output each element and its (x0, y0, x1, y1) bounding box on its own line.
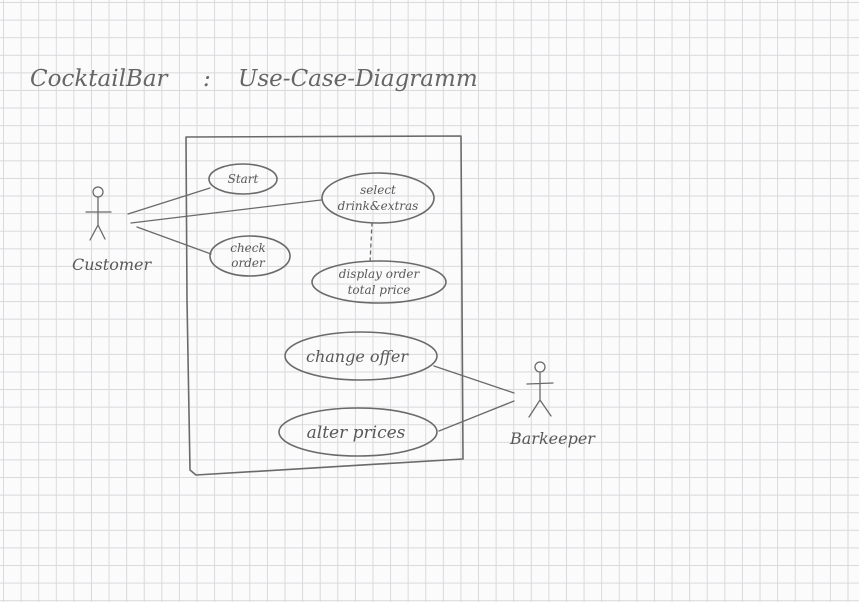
system-boundary (185, 135, 464, 476)
use-case-change-offer-label: change offer (306, 347, 409, 366)
include-dependency (369, 222, 373, 264)
assoc-customer-select (130, 199, 322, 224)
use-case-alter-prices-label: alter prices (307, 423, 406, 443)
assoc-barkeeper-change (433, 365, 515, 394)
use-case-display-line1: display order (339, 267, 421, 281)
use-case-check-line2: order (231, 256, 266, 270)
use-case-select-line1: select (360, 183, 396, 197)
use-case-check-oval (209, 235, 291, 277)
barkeeper-actor: Barkeeper (509, 361, 596, 448)
use-case-select: select drink&extras (321, 172, 435, 224)
assoc-customer-start (127, 187, 211, 215)
customer-label: Customer (72, 255, 152, 274)
use-case-alter-prices-oval (278, 407, 438, 457)
use-case-select-oval (321, 172, 435, 224)
use-case-display: display order total price (311, 260, 447, 304)
use-case-start-label: Start (228, 172, 259, 186)
diagram-title-left: CocktailBar (30, 66, 170, 92)
use-case-select-line2: drink&extras (338, 199, 419, 213)
use-case-alter-prices: alter prices (278, 407, 438, 457)
barkeeper-label: Barkeeper (509, 429, 596, 448)
use-case-start-oval (208, 163, 278, 195)
assoc-customer-check (136, 226, 212, 255)
diagram-title-right: Use-Case-Diagramm (238, 66, 478, 92)
barkeeper-body-icon (526, 371, 554, 418)
use-case-check: check order (209, 235, 291, 277)
use-case-display-oval (311, 260, 447, 304)
use-case-change-offer-oval (284, 331, 438, 381)
customer-actor: Customer (72, 186, 152, 274)
use-case-start: Start (208, 163, 278, 195)
customer-body-icon (85, 196, 112, 241)
assoc-barkeeper-alter (438, 400, 515, 432)
use-case-check-line1: check (230, 241, 266, 255)
use-case-change-offer: change offer (284, 331, 438, 381)
customer-head-icon (92, 186, 104, 198)
barkeeper-head-icon (534, 361, 546, 373)
diagram-title-separator: : (203, 66, 211, 92)
use-case-display-line2: total price (348, 283, 411, 297)
